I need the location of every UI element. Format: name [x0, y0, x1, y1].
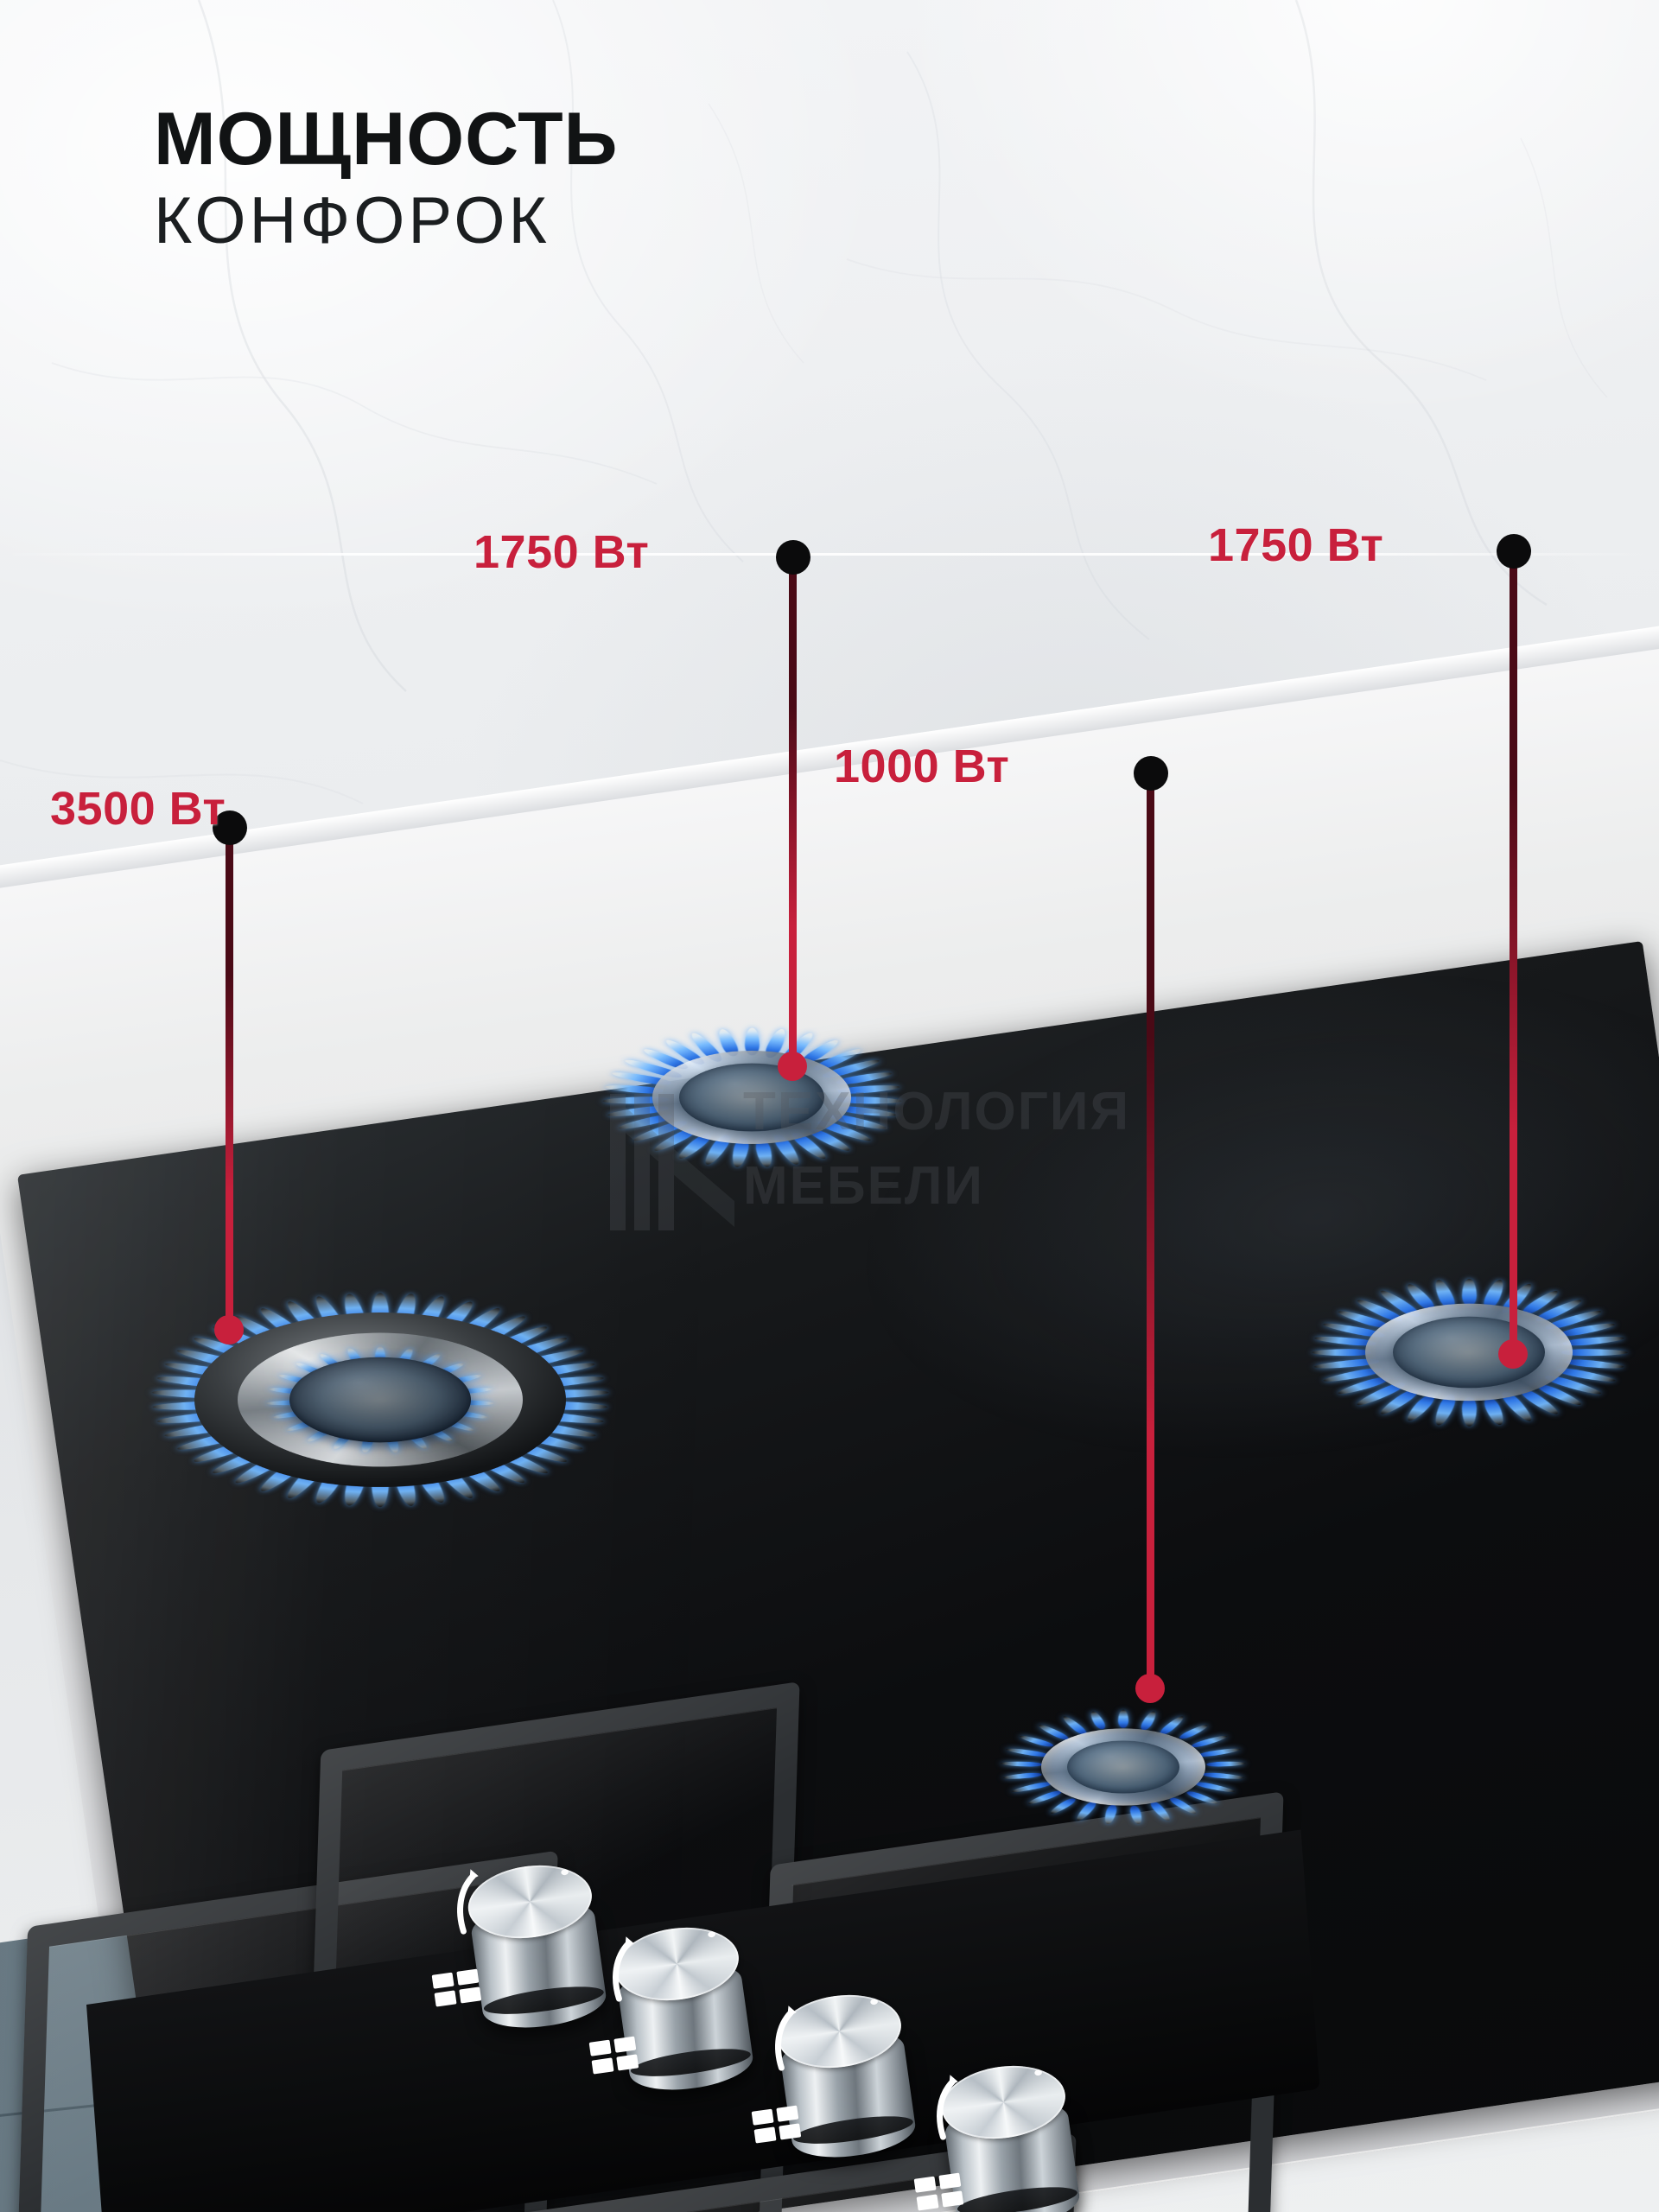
flame-glow-right — [1365, 1303, 1573, 1402]
flame-glow-front — [1043, 1729, 1204, 1805]
rotate-arrow-icon — [444, 1864, 493, 1942]
title-line-1: МОЩНОСТЬ — [154, 98, 619, 181]
rotate-arrow-icon — [600, 1931, 648, 2010]
knob-position-pip — [869, 1998, 879, 2005]
rotate-arrow-icon — [762, 2000, 810, 2079]
flame-glow-back — [652, 1051, 851, 1144]
hob-zone-indicator-icon — [429, 1965, 485, 2012]
knob-position-pip — [707, 1930, 716, 1938]
flame-glow-left — [272, 1349, 488, 1451]
knob-position-pip — [560, 1868, 569, 1876]
wall-panel-seam — [0, 553, 1659, 556]
burner-semi-rapid-right — [1279, 1227, 1659, 1478]
title-line-2: КОНФОРОК — [154, 183, 550, 257]
knob-position-pip — [1033, 2069, 1043, 2076]
burner-auxiliary-front — [976, 1668, 1270, 1866]
burner-wok-left — [104, 1218, 657, 1581]
hob-zone-indicator-icon — [749, 2101, 804, 2148]
rotate-arrow-icon — [924, 2069, 972, 2148]
burner-control-knob-1[interactable] — [463, 1858, 610, 2044]
page-title: МОЩНОСТЬ КОНФОРОК — [154, 98, 619, 257]
burner-semi-rapid-back — [570, 976, 933, 1218]
hob-zone-indicator-icon — [587, 2032, 642, 2079]
hob-zone-indicator-icon — [912, 2169, 967, 2212]
